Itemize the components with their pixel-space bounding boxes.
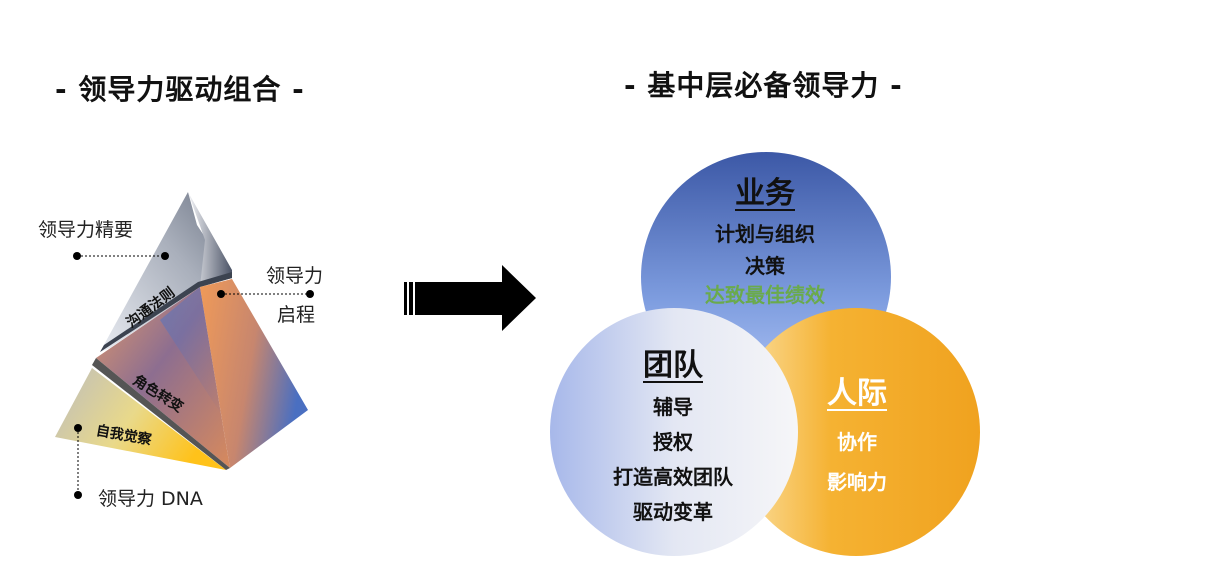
callout-lines: [73, 252, 314, 499]
interpersonal-group: 人际 协作 影响力: [757, 368, 957, 502]
team-item: 授权: [653, 430, 693, 454]
pyramid-bottom-piece: [55, 358, 230, 470]
business-item: 决策: [745, 254, 785, 278]
pyramid-top-piece: [100, 192, 232, 352]
business-item: 计划与组织: [715, 222, 815, 246]
team-item: 驱动变革: [633, 500, 713, 524]
callout-dna: 领导力 DNA: [98, 488, 203, 510]
team-item: 打造高效团队: [613, 465, 733, 489]
callout-essentials: 领导力精要: [38, 219, 134, 241]
callout-start-line2: 启程: [277, 304, 316, 326]
team-title: 团队: [643, 348, 703, 383]
interpersonal-title: 人际: [827, 376, 887, 411]
right-arrow-icon: [404, 265, 536, 331]
interpersonal-item: 协作: [837, 430, 877, 454]
team-item: 辅导: [653, 395, 693, 419]
callout-start-line1: 领导力: [266, 265, 324, 287]
right-title: - 基中层必备领导力 -: [624, 69, 903, 102]
business-group: 业务 计划与组织 决策 达致最佳绩效: [665, 168, 865, 308]
venn-circle-team: [550, 308, 798, 556]
pyramid-middle-piece: [96, 279, 308, 468]
business-title: 业务: [735, 176, 795, 211]
team-group: 团队 辅导 授权 打造高效团队 驱动变革: [573, 340, 773, 530]
left-title: - 领导力驱动组合 -: [55, 73, 305, 106]
business-highlight: 达致最佳绩效: [705, 283, 825, 307]
interpersonal-item: 影响力: [827, 470, 887, 494]
